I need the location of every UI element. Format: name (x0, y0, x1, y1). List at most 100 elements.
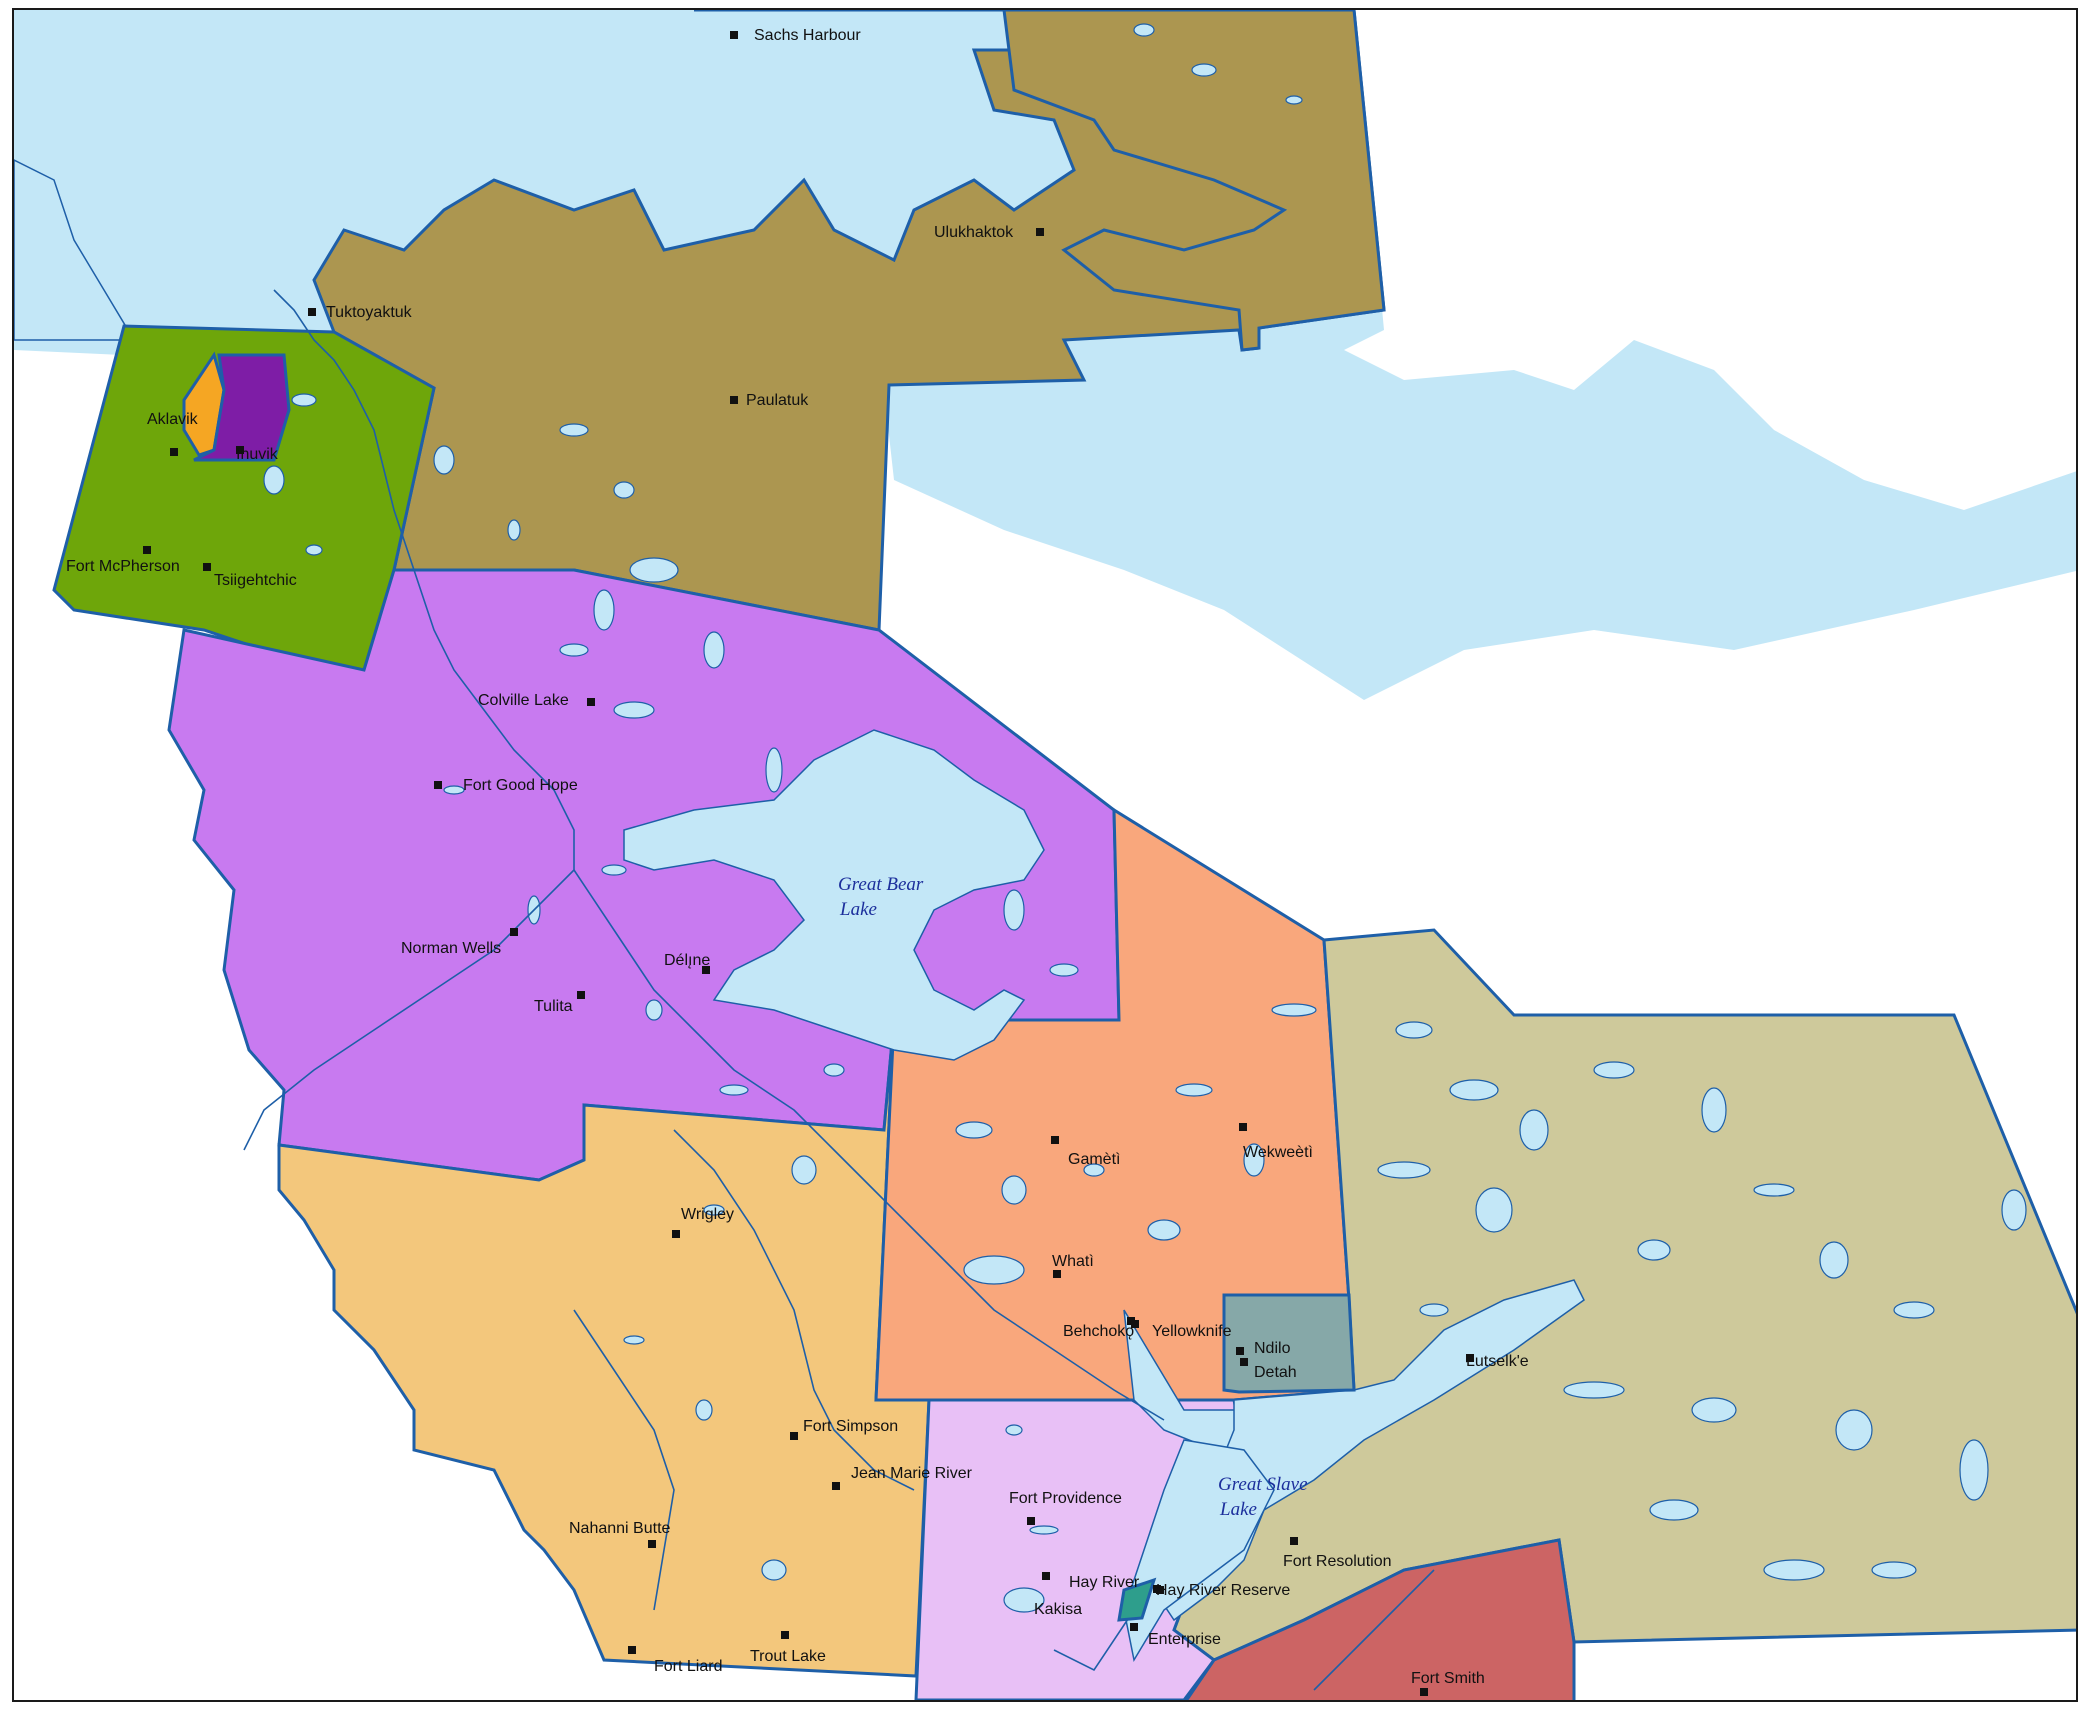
settlement-marker[interactable] (648, 1540, 656, 1548)
lake-label-line2: Lake (839, 899, 877, 920)
small-lake (1003, 1587, 1045, 1613)
settlement-marker[interactable] (1156, 1586, 1164, 1594)
small-lake (695, 1399, 713, 1421)
settlement-label: Inuvik (236, 446, 279, 463)
settlement-label: Gamètì (1068, 1151, 1120, 1168)
small-lake (1083, 1163, 1105, 1177)
small-lakes (243, 23, 2027, 1691)
settlement-label: Nahanni Butte (569, 1520, 671, 1537)
settlement-marker[interactable] (1290, 1537, 1298, 1545)
settlement-label: Tsiigehtchic (214, 572, 297, 589)
small-lake (1049, 963, 1079, 977)
small-lake (1871, 1561, 1917, 1579)
settlement-marker[interactable] (308, 308, 316, 316)
great-slave-lake-west (1123, 1439, 1275, 1663)
settlement-label: Enterprise (1148, 1631, 1221, 1648)
settlement-label: Detah (1254, 1364, 1297, 1381)
settlement-label: Behchokǫ̀ (1063, 1320, 1134, 1340)
settlement-marker[interactable] (628, 1646, 636, 1654)
region-inuvialuit-island (1002, 10, 1386, 352)
settlement-marker[interactable] (730, 396, 738, 404)
settlement-marker[interactable] (672, 1230, 680, 1238)
small-lake (263, 465, 285, 495)
settlement-label: Fort Smith (1411, 1670, 1485, 1687)
lake-label-line1: Great Bear (838, 874, 924, 895)
settlement-marker[interactable] (781, 1631, 789, 1639)
settlement-label: Tulita (534, 998, 573, 1015)
small-lake (1001, 1175, 1027, 1205)
small-lake (791, 1155, 817, 1185)
settlement-label: Fort Liard (654, 1658, 722, 1675)
settlement-marker[interactable] (203, 563, 211, 571)
settlement-label: Kakisa (1034, 1601, 1082, 1618)
settlement-label: Aklavik (147, 411, 199, 428)
settlement-label: Paulatuk (746, 392, 809, 409)
settlement-marker[interactable] (1130, 1623, 1138, 1631)
settlement-label: Délı̨ne (664, 952, 710, 969)
small-lake (719, 1084, 749, 1096)
small-lake (1175, 1083, 1213, 1097)
settlement-marker[interactable] (1131, 1320, 1139, 1328)
settlement-marker[interactable] (1036, 228, 1044, 236)
settlement-marker[interactable] (790, 1432, 798, 1440)
settlement-marker[interactable] (236, 446, 244, 454)
lake-label-line1: Great Slave (1218, 1474, 1308, 1495)
river (1053, 1609, 1135, 1672)
settlement-marker[interactable] (730, 31, 738, 39)
small-lake (1395, 1021, 1433, 1039)
small-lake (823, 1063, 845, 1077)
small-lake (1005, 1424, 1023, 1436)
small-lake (1519, 1109, 1549, 1151)
settlement-marker[interactable] (1042, 1572, 1050, 1580)
settlement-marker[interactable] (702, 966, 710, 974)
settlement-marker[interactable] (1239, 1123, 1247, 1131)
settlement-marker[interactable] (1053, 1270, 1061, 1278)
hay-river-reserve-area (1117, 1577, 1157, 1622)
settlement-marker[interactable] (170, 448, 178, 456)
small-lake (955, 1121, 993, 1139)
small-lake (1133, 23, 1155, 37)
settlement-marker[interactable] (434, 781, 442, 789)
small-lake (1243, 1143, 1265, 1177)
small-lake (1147, 1219, 1181, 1241)
small-lake (507, 519, 521, 541)
settlement-label: Fort Simpson (803, 1418, 898, 1435)
settlement-marker[interactable] (1051, 1136, 1059, 1144)
settlement-label: Wrigley (681, 1206, 734, 1223)
small-lake (1691, 1397, 1737, 1423)
settlement-marker[interactable] (1236, 1347, 1244, 1355)
settlement-marker[interactable] (587, 698, 595, 706)
small-lake (305, 544, 323, 556)
settlement-label: Sachs Harbour (754, 27, 861, 44)
settlement-marker[interactable] (1466, 1354, 1474, 1362)
settlement-marker[interactable] (143, 546, 151, 554)
river (573, 869, 1165, 1421)
lake-label-line2: Lake (1219, 1499, 1257, 1520)
settlement-label: Colville Lake (478, 692, 569, 709)
small-lake (703, 1204, 725, 1216)
settlement-label: Norman Wells (401, 940, 501, 957)
inuvik-area (193, 353, 291, 462)
settlement-label: Wekweètì (1243, 1144, 1313, 1161)
settlement-marker[interactable] (1420, 1688, 1428, 1696)
small-lake (761, 1559, 787, 1581)
small-lake (1271, 1003, 1317, 1017)
settlement-marker[interactable] (1240, 1358, 1248, 1366)
river (573, 1309, 675, 1611)
settlement-marker[interactable] (577, 991, 585, 999)
small-lake (593, 589, 615, 631)
settlement-marker[interactable] (1027, 1517, 1035, 1525)
small-lake (1637, 1239, 1671, 1261)
river (273, 289, 415, 571)
small-lake (443, 785, 465, 795)
small-lake (1959, 1439, 1989, 1501)
settlement-marker[interactable] (510, 928, 518, 936)
western-water (14, 159, 136, 341)
small-lake (1819, 1241, 1849, 1279)
settlement-marker[interactable] (832, 1482, 840, 1490)
small-lake (613, 481, 635, 499)
small-lake (559, 423, 589, 437)
small-lake (1475, 1187, 1513, 1233)
